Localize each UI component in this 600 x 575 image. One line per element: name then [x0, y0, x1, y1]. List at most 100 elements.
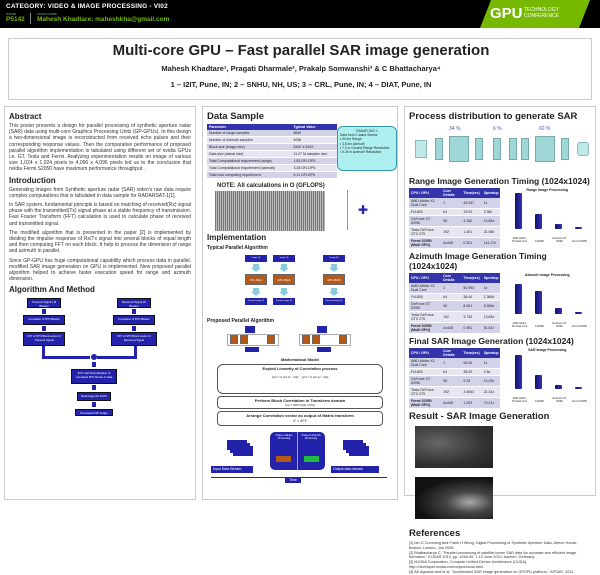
- process-heading: Process distribution to generate SAR: [409, 111, 578, 122]
- flow-box: IFFT with Normalization of correlated M*…: [71, 369, 117, 385]
- connector: [42, 346, 45, 359]
- gpu-pe-box: [267, 335, 275, 344]
- input-stream-label: Input Data Stream: [211, 466, 253, 473]
- flow-box: Received Signal (N Blocks): [117, 298, 151, 309]
- pct-azimuth: 60 %: [539, 126, 551, 132]
- intro-para: The modified algorithm that is presented…: [9, 229, 191, 255]
- range-bar-chart: Range Image Processing AMD Athlon X2 Dua…: [511, 188, 587, 243]
- block-diagram: ✚: [207, 189, 393, 231]
- category-label: CATEGORY: VIDEO & IMAGE PROCESSING - VI0…: [6, 3, 168, 10]
- header-bar: CATEGORY: VIDEO & IMAGE PROCESSING - VI0…: [0, 0, 600, 28]
- connector: [134, 346, 137, 359]
- pipeline-diagram: Phase-I Range Processing Phase-II Azimut…: [207, 428, 393, 476]
- arrow-down-icon: [279, 288, 289, 296]
- output-box: [317, 347, 331, 352]
- math-model-heading: Mathematical Model: [280, 357, 319, 362]
- authors: Mahesh Khadtare¹, Pragati Dharmale², Pra…: [161, 64, 441, 73]
- reference-item: [1] Ian G Cumming and Frank H Wong, Digi…: [409, 541, 578, 550]
- gpu-pe-box: GPU-PE(2): [273, 274, 295, 285]
- table-row: Total Computational requirement (azimuth…: [207, 164, 337, 172]
- gpu-pe-box: [339, 335, 347, 344]
- poster-title: Multi-core GPU – Fast parallel SAR image…: [112, 42, 490, 59]
- radar-info-box: RADAR-SAT-1 Data from C-band Sensor • 50…: [337, 126, 397, 171]
- step-matrix-transform: Arrange Correlation vector as output of …: [217, 411, 383, 426]
- title-block: Multi-core GPU – Fast parallel SAR image…: [8, 38, 592, 100]
- cross-icon: ✚: [358, 203, 369, 217]
- bar: [555, 224, 563, 229]
- algorithm-heading: Algorithm And Method: [9, 285, 95, 295]
- gpu-pe-box: [240, 335, 248, 344]
- contact-label: CONTACT NAME: [37, 13, 57, 16]
- final-heading: Final SAR Image Generation (1024x1024): [409, 336, 574, 346]
- step-block-correlation: Perform Block Correlation in Transform d…: [217, 396, 383, 409]
- bar: [535, 214, 543, 229]
- final-bar-chart: SAR Image Processing AMD Athlon X2 Dual …: [511, 348, 587, 403]
- algorithm-flowchart: Transmit Signal ( M Blocks) Formation of…: [9, 296, 191, 426]
- gpu-pe-box: [230, 335, 238, 344]
- flow-box: Formation of M*N Blocks: [113, 315, 155, 326]
- input-box: Image (N): [323, 255, 345, 262]
- reference-item: [3] NVIDIA Corporation, Compute Unified …: [409, 560, 528, 569]
- table-row: Block size (image size)8192 X 8192: [207, 143, 337, 151]
- flow-box: Formation of M*N Blocks: [23, 315, 65, 326]
- bar: [515, 355, 523, 389]
- arrow-down-icon: [132, 326, 136, 332]
- arrow-down-icon: [251, 264, 261, 272]
- arrow-down-icon: [42, 309, 46, 315]
- intro-para: Since GP-GPU has huge computational capa…: [9, 257, 191, 283]
- intro-para: Generating images from Synthetic apertur…: [9, 186, 191, 199]
- input-box: [245, 326, 255, 333]
- typical-heading: Typical Parallel Algorithm: [207, 245, 268, 251]
- arrow-down-icon: [329, 264, 339, 272]
- reference-item: [4] AK Agarwal and et al, "Accelerated S…: [409, 569, 574, 574]
- connector: [97, 356, 137, 360]
- column-left: Abstract This poster presents a design f…: [4, 106, 196, 500]
- table-row: Total Computational requirement (range)1…: [207, 157, 337, 165]
- bar: [515, 193, 523, 229]
- gtc-logo-text: GPU: [490, 5, 523, 22]
- table-row: Data size (actual size)11.27 M samples /…: [207, 150, 337, 158]
- azimuth-bar-chart: Azimuth Image Processing AMD Athlon X2 D…: [511, 273, 587, 328]
- flow-box: Processed O/P Image: [75, 409, 113, 417]
- connector: [42, 356, 90, 360]
- proposed-diagram: [207, 326, 393, 354]
- affiliations: 1 – I2IT, Pune, IN; 2 – SNHU, NH, US; 3 …: [170, 80, 432, 89]
- arrow-down-icon: [92, 362, 96, 368]
- poster-id: P5142: [6, 16, 25, 23]
- calc-note: NOTE: All calculations in O (GFLOPS): [217, 183, 325, 189]
- output-stream-label: Output data stream: [331, 466, 379, 473]
- contact-info: Mahesh Khadtare: maheshkha@gmail.com: [37, 16, 170, 23]
- column-header: Typical Value: [291, 124, 337, 130]
- bar: [575, 387, 583, 389]
- abstract-heading: Abstract: [9, 112, 42, 121]
- bar: [535, 375, 543, 389]
- divider: [30, 13, 31, 24]
- proposed-heading: Proposed Parallel Algorithm: [207, 318, 275, 324]
- input-box: Image (1): [245, 255, 267, 262]
- stack-icon: [227, 440, 247, 450]
- output-box: Process Image (N): [323, 298, 345, 305]
- column-header: Parameter: [207, 124, 292, 130]
- flow-box: FFT of M*N Block vector of Transmit Sign…: [23, 332, 65, 347]
- gpu-pe-box: GPU-PE(N): [323, 274, 345, 285]
- result-images: [409, 424, 591, 526]
- output-box: [245, 347, 259, 352]
- arrow-down-icon: [132, 309, 136, 315]
- process-diagram: 34 % 6 % 60 %: [409, 124, 591, 174]
